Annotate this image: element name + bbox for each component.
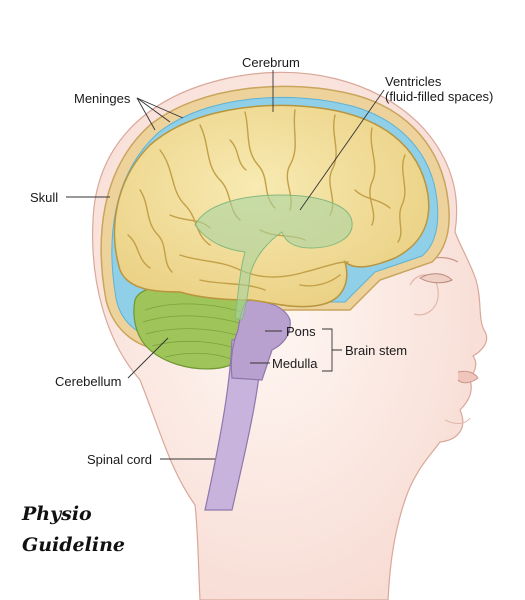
eye-shape bbox=[419, 273, 453, 284]
ventricles-shape bbox=[194, 194, 353, 321]
leader-cerebellum bbox=[127, 337, 169, 379]
label-cerebrum: Cerebrum bbox=[242, 55, 300, 70]
leader-ventricles bbox=[299, 89, 385, 211]
label-ventricles: Ventricles bbox=[385, 74, 442, 89]
ear-shape bbox=[409, 274, 439, 316]
lips-shape bbox=[457, 370, 479, 384]
label-spinal-cord: Spinal cord bbox=[87, 452, 153, 467]
label-medulla: Medulla bbox=[272, 356, 318, 371]
brain-stem-bracket bbox=[322, 328, 342, 372]
leader-meninges-3 bbox=[136, 97, 171, 123]
label-cerebellum: Cerebellum bbox=[55, 374, 122, 389]
leader-meninges-2 bbox=[136, 97, 156, 131]
brain-stem-shape bbox=[230, 299, 291, 381]
leader-lines bbox=[66, 70, 385, 460]
watermark-line2: Guideline bbox=[22, 534, 125, 556]
chin-line bbox=[444, 417, 471, 424]
label-meninges: Meninges bbox=[74, 91, 131, 106]
label-skull: Skull bbox=[30, 190, 59, 205]
leader-meninges-1 bbox=[136, 97, 184, 119]
watermark-line1: Physio bbox=[22, 503, 92, 525]
label-pons: Pons bbox=[286, 324, 316, 339]
label-brain-stem: Brain stem bbox=[345, 343, 408, 358]
label-ventricles-note: (fluid-filled spaces) bbox=[385, 89, 494, 104]
